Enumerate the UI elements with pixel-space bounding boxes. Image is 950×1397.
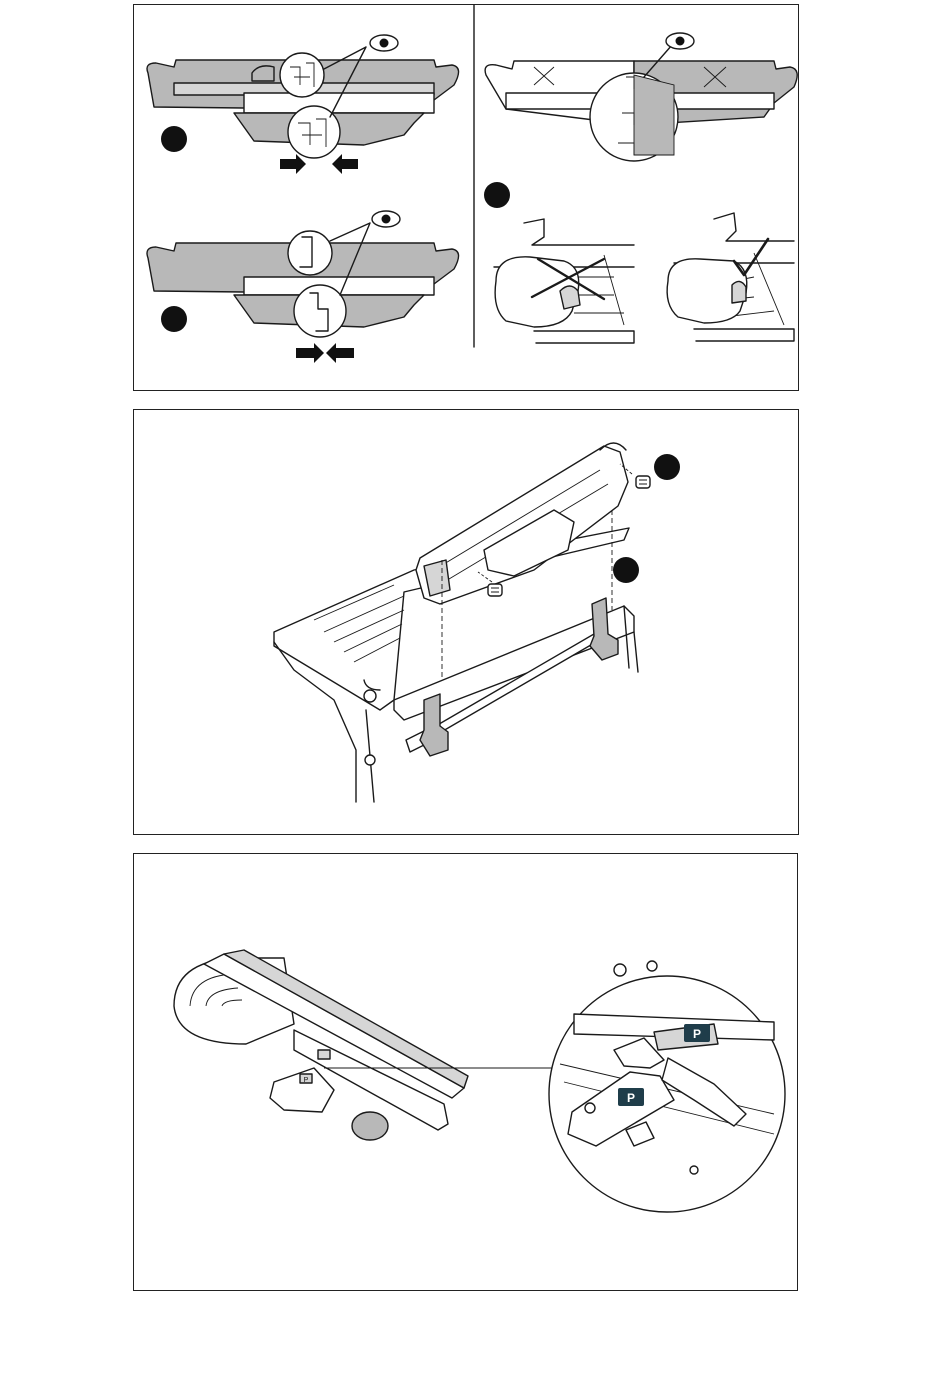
park-label-text: P — [693, 1027, 701, 1041]
arrow-right — [296, 343, 324, 363]
detail-hole — [585, 1103, 595, 1113]
check-mark — [734, 239, 768, 275]
wrong-grip-illustration — [494, 219, 634, 343]
callout-bullet — [484, 182, 510, 208]
leg-bolt — [364, 690, 376, 702]
parking-slot-icon — [318, 1050, 330, 1059]
figure-2-drawing — [134, 410, 800, 836]
screw-icon — [488, 584, 502, 596]
arrow-left — [326, 343, 354, 363]
figure-panel-assembly-check — [133, 4, 799, 391]
clamp-knob — [352, 1112, 388, 1140]
detail-hole — [690, 1166, 698, 1174]
subfigure-a-misaligned — [147, 35, 459, 174]
screw-icon — [636, 476, 650, 488]
thumb-pad — [560, 286, 580, 309]
park-label-text: P — [627, 1091, 635, 1105]
eye-icon — [372, 211, 400, 227]
subfigure-c-view — [484, 33, 797, 208]
detail-circle: P P — [549, 961, 785, 1212]
figure-3-drawing: P P P — [134, 854, 799, 1292]
callout-bullet — [161, 306, 187, 332]
figure-1-drawing — [134, 5, 800, 392]
detail-hole — [647, 961, 657, 971]
eye-icon — [666, 33, 694, 49]
figure-panel-mounting — [133, 409, 799, 835]
callout-bullet — [613, 557, 639, 583]
park-label-text: P — [304, 1077, 309, 1084]
detail-circle-top — [280, 53, 324, 97]
arrow-right — [280, 154, 306, 174]
rail-insert — [244, 93, 434, 113]
detail-hole — [614, 964, 626, 976]
subfigure-b-aligned — [147, 211, 459, 363]
detail-shade — [634, 75, 674, 155]
callout-bullet — [161, 126, 187, 152]
thumb-pad — [732, 281, 746, 303]
arrow-left — [332, 154, 358, 174]
right-grip-illustration — [667, 213, 794, 341]
leg-hole — [365, 755, 375, 765]
detail-circle-bottom — [294, 285, 346, 337]
mitre-guide: P — [174, 950, 552, 1140]
eye-icon — [370, 35, 398, 51]
figure-panel-parking: P P P — [133, 853, 798, 1291]
callout-bullet — [654, 454, 680, 480]
